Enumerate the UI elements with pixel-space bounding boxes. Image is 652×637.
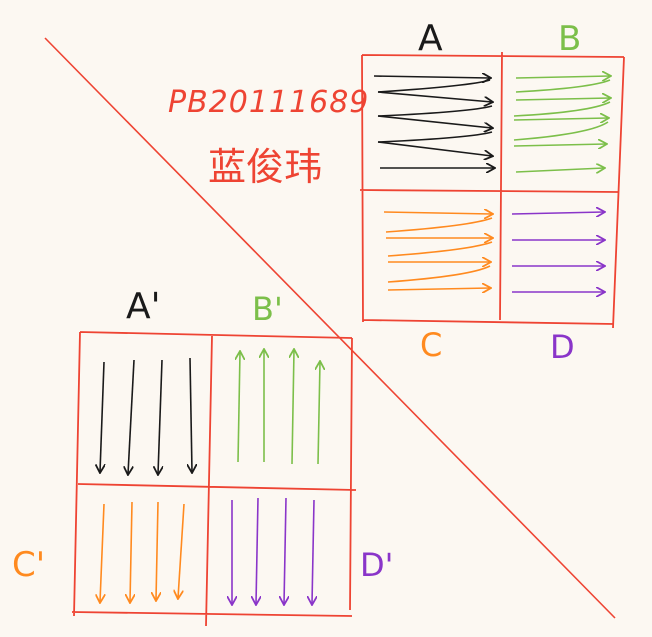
arrow-c-return-2 <box>387 241 493 257</box>
top-label-c: C <box>420 326 442 364</box>
arrow-a-prime-4 <box>190 357 192 472</box>
arrow-b-prime-3 <box>292 350 294 465</box>
arrow-b-prime-4 <box>318 362 320 465</box>
arrow-a-return-2 <box>377 105 493 117</box>
arrow-b-return-3 <box>513 121 609 141</box>
arrow-b-4 <box>513 144 606 146</box>
diagonal-divider-line <box>44 37 616 619</box>
arrow-d-prime-4 <box>312 499 314 604</box>
bottom-label-c-prime: C' <box>12 545 45 585</box>
arrow-b-prime-1 <box>238 352 240 463</box>
author-name-text: 蓝俊玮 <box>208 145 322 189</box>
arrow-a-return-3 <box>377 131 493 143</box>
bottom-grid-outline <box>71 331 357 627</box>
bottom-quadrant-b-prime-arrows <box>238 350 320 465</box>
arrow-d-prime-3 <box>284 497 286 604</box>
arrow-a-prime-2 <box>128 359 135 474</box>
arrow-b-2 <box>515 98 610 100</box>
arrow-c-prime-1 <box>100 503 104 602</box>
bottom-grid: A' B' C' D' <box>12 286 393 627</box>
arrow-c-return-3 <box>387 265 491 283</box>
top-quadrant-a-arrows <box>373 76 494 168</box>
arrow-a-prime-1 <box>100 361 104 472</box>
arrow-a-2 <box>377 91 492 102</box>
arrow-a-4 <box>377 141 492 156</box>
bottom-quadrant-d-prime-arrows <box>232 497 314 604</box>
bottom-label-d-prime: D' <box>360 546 393 584</box>
arrow-b-3 <box>513 118 608 120</box>
top-quadrant-d-arrows <box>511 212 604 292</box>
arrow-c-prime-3 <box>156 501 158 600</box>
arrow-b-return-1 <box>515 79 611 93</box>
top-grid-outline <box>359 51 625 329</box>
arrow-a-return-1 <box>377 79 491 93</box>
arrow-a-1 <box>373 76 490 78</box>
arrow-c-prime-4 <box>178 503 185 598</box>
top-label-d: D <box>550 328 575 366</box>
student-id-text: PB20111689 <box>168 85 369 120</box>
arrow-b-1 <box>515 76 610 78</box>
bottom-quadrant-a-prime-arrows <box>100 357 192 474</box>
arrow-c-return-1 <box>385 217 493 233</box>
arrow-a-prime-3 <box>158 359 162 474</box>
arrow-c-prime-2 <box>130 501 132 602</box>
arrow-b-5 <box>515 168 604 172</box>
bottom-quadrant-c-prime-arrows <box>100 501 185 602</box>
arrow-c-1 <box>383 212 492 214</box>
arrow-d-prime-2 <box>256 497 258 604</box>
top-quadrant-c-arrows <box>383 212 493 290</box>
top-label-b: B <box>558 19 581 59</box>
bottom-label-a-prime: A' <box>126 286 161 327</box>
arrow-b-return-2 <box>513 101 611 117</box>
top-quadrant-b-arrows <box>513 76 611 172</box>
top-grid: A B C D <box>359 18 625 366</box>
arrow-d-1 <box>511 212 604 214</box>
top-label-a: A <box>418 18 443 59</box>
arrow-a-3 <box>377 115 492 128</box>
bottom-label-b-prime: B' <box>252 290 283 328</box>
arrow-c-4 <box>387 288 490 290</box>
